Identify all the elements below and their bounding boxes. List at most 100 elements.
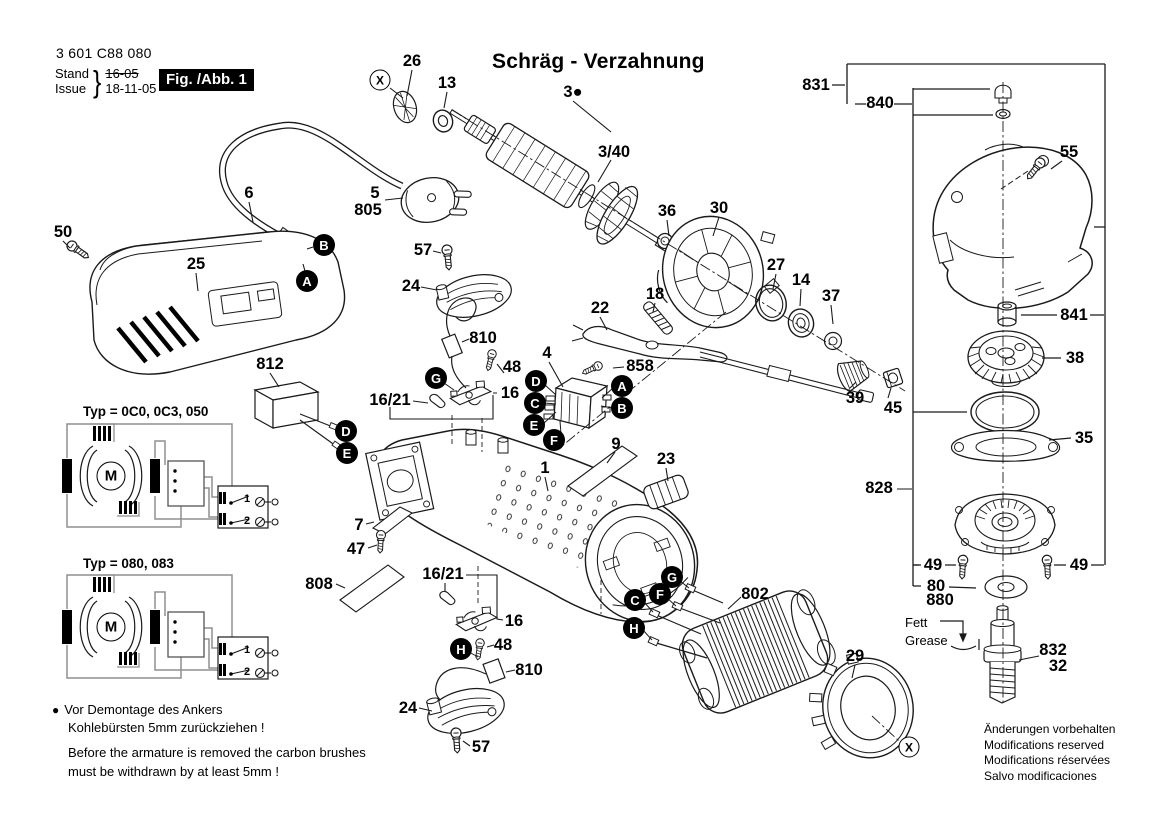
part-label-828: 828 [865, 478, 893, 497]
part-label-27: 27 [766, 255, 786, 274]
part-label-24: 24 [398, 698, 418, 717]
part-label-55: 55 [1059, 142, 1079, 161]
terminal-number: 1 [243, 644, 251, 656]
part-label-812: 812 [256, 354, 284, 373]
part-label-1: 1 [540, 458, 550, 477]
callout-badge-F: F [543, 429, 565, 451]
part-label-805: 805 [354, 200, 382, 219]
part-label-23: 23 [656, 449, 676, 468]
part-label-18: 18 [645, 284, 665, 303]
bullet-icon: ● [52, 703, 60, 717]
part-label-25: 25 [186, 254, 206, 273]
figure-label: Fig. /Abb. 1 [159, 69, 254, 91]
leader-lines [62, 69, 1063, 747]
part-label-16-21: 16/21 [422, 564, 464, 583]
part-label-38: 38 [1065, 348, 1085, 367]
carbon-brush-note: ● Vor Demontage des Ankers Kohlebürsten 5… [52, 701, 366, 781]
callout-badge-H: H [450, 638, 472, 660]
callout-badge-H: H [623, 617, 645, 639]
part-label-16: 16 [504, 611, 524, 630]
motor-symbol: M [96, 461, 126, 491]
terminal-number: 2 [243, 515, 251, 527]
part-label-4: 4 [542, 343, 552, 362]
part-label-29: 29 [845, 646, 865, 665]
stand-label: Stand [55, 66, 89, 81]
issue-value: 18-11-05 [105, 81, 157, 96]
part-label-16: 16 [500, 383, 520, 402]
legal-line: Modifications reserved [984, 737, 1105, 752]
part-label-39: 39 [845, 388, 865, 407]
part-label-35: 35 [1074, 428, 1094, 447]
note-de-1: Vor Demontage des Ankers [64, 702, 223, 717]
part-label-3-: 3● [563, 82, 583, 101]
part-label-832: 832 [1039, 640, 1067, 659]
part-label-45: 45 [883, 398, 903, 417]
part-label-841: 841 [1060, 305, 1088, 324]
part-label-840: 840 [866, 93, 894, 112]
part-label-802: 802 [741, 584, 769, 603]
part-label-5: 5 [370, 183, 380, 202]
part-label-7: 7 [354, 515, 364, 534]
part-label-36: 36 [657, 201, 677, 220]
assembly-brackets [832, 63, 1106, 587]
part-label-810: 810 [469, 328, 497, 347]
part-label-22: 22 [590, 298, 610, 317]
callout-badge-F: F [649, 583, 671, 605]
callout-badge-B: B [313, 234, 335, 256]
part-label-831: 831 [802, 75, 830, 94]
callout-badge-D: D [525, 370, 547, 392]
part-label-26: 26 [402, 51, 422, 70]
part-label-47: 47 [346, 539, 366, 558]
callout-badge-X: X [369, 69, 391, 91]
part-label-24: 24 [401, 276, 421, 295]
callout-badge-X: X [898, 736, 920, 758]
legal-line: Salvo modificaciones [984, 768, 1097, 783]
part-label-6: 6 [244, 183, 254, 202]
callout-badge-C: C [624, 589, 646, 611]
part-label-48: 48 [502, 357, 522, 376]
callout-badge-D: D [335, 420, 357, 442]
part-label-50: 50 [53, 222, 73, 241]
callout-badge-A: A [296, 270, 318, 292]
part-label-80: 80 [926, 576, 946, 595]
part-label-30: 30 [709, 198, 729, 217]
part-label-16-21: 16/21 [369, 390, 411, 409]
revision-block: Stand Issue } 16-05 18-11-05 [55, 63, 157, 99]
callout-badge-B: B [611, 397, 633, 419]
part-label-32: 32 [1048, 656, 1068, 675]
callout-badge-G: G [425, 367, 447, 389]
callout-badge-G: G [661, 566, 683, 588]
page-title: Schräg - Verzahnung [492, 50, 705, 73]
part-label-49: 49 [923, 555, 943, 574]
part-label-14: 14 [791, 270, 811, 289]
part-label-57: 57 [413, 240, 433, 259]
modifications-notice: Änderungen vorbehalten Modifications res… [984, 722, 1115, 784]
callout-badge-E: E [523, 414, 545, 436]
grease-note-en: Grease [905, 632, 948, 648]
legal-line: Modifications réservées [984, 753, 1111, 768]
legal-line: Änderungen vorbehalten [984, 722, 1116, 736]
terminal-number: 2 [243, 666, 251, 678]
part-label-808: 808 [305, 574, 333, 593]
part-label-3-40: 3/40 [597, 142, 631, 161]
wiring-diagram-1-label: Typ = 0C0, 0C3, 050 [83, 404, 209, 419]
terminal-number: 1 [243, 493, 251, 505]
part-label-810: 810 [515, 660, 543, 679]
part-label-37: 37 [821, 286, 841, 305]
callout-badge-A: A [611, 375, 633, 397]
part-label-49: 49 [1069, 555, 1089, 574]
note-en-2: must be withdrawn by at least 5mm ! [68, 763, 279, 779]
callout-badge-E: E [336, 442, 358, 464]
wiring-diagram-2-label: Typ = 080, 083 [83, 556, 174, 571]
note-de-2: Kohlebürsten 5mm zurückziehen ! [68, 720, 265, 736]
part-label-13: 13 [437, 73, 457, 92]
grease-note-de: Fett [905, 615, 928, 630]
note-en-1: Before the armature is removed the carbo… [68, 745, 366, 761]
motor-symbol: M [96, 612, 126, 642]
callout-badge-C: C [524, 392, 546, 414]
brace-glyph: } [93, 63, 102, 99]
issue-label: Issue [55, 81, 87, 96]
part-label-9: 9 [611, 434, 621, 453]
